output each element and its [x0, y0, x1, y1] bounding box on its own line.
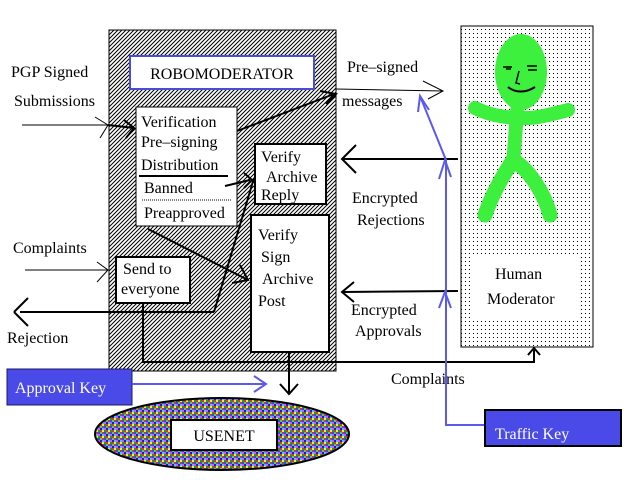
- preapproved-label: Preapproved: [144, 205, 225, 222]
- verification-label: Verification: [141, 114, 217, 131]
- messages-label: messages: [342, 93, 402, 110]
- post-sign-label: Sign: [261, 249, 290, 266]
- post-post-label: Post: [258, 293, 286, 310]
- verification-box: Verification Pre–signing Distribution Ba…: [135, 106, 238, 227]
- complaints-input: Complaints: [13, 240, 109, 283]
- post-verify-label: Verify: [258, 227, 298, 244]
- usenet-label: USENET: [193, 428, 255, 445]
- banned-label: Banned: [144, 180, 193, 197]
- complaints-in-label: Complaints: [13, 240, 87, 257]
- moderator-label: Moderator: [487, 291, 555, 308]
- distribution-label: Distribution: [141, 157, 218, 174]
- reply-reply-label: Reply: [261, 187, 299, 204]
- send-to-label: Send to: [123, 261, 171, 278]
- encrypted-rejections-label-1: Encrypted: [352, 190, 418, 207]
- post-to-usenet-arrow: [279, 352, 299, 396]
- reply-archive-label: Archive: [266, 169, 318, 186]
- send-to-everyone-box: Send to everyone: [115, 256, 191, 304]
- verify-archive-reply-box: Verify Archive Reply: [254, 143, 327, 205]
- pgp-signed-label: PGP Signed: [11, 64, 88, 81]
- traffic-key-box: Traffic Key: [484, 409, 622, 447]
- submissions-input: PGP Signed Submissions: [11, 64, 136, 139]
- robomoderator-title-box: ROBOMODERATOR: [129, 55, 315, 90]
- traffic-key-label: Traffic Key: [495, 426, 569, 443]
- presigning-label: Pre–signing: [141, 134, 217, 151]
- rejection-label: Rejection: [7, 330, 68, 347]
- approval-key-label: Approval Key: [15, 380, 106, 397]
- submissions-label: Submissions: [14, 93, 95, 110]
- encrypted-approvals-arrow: Encrypted Approvals: [340, 281, 459, 340]
- everyone-label: everyone: [121, 281, 180, 298]
- encrypted-approvals-label-2: Approvals: [355, 323, 422, 340]
- usenet-cloud: USENET: [94, 397, 350, 471]
- encrypted-rejections-arrow: Encrypted Rejections: [340, 144, 458, 229]
- presigned-messages-output: Pre–signed messages: [335, 59, 445, 110]
- traffic-key-line: [417, 93, 484, 426]
- rejection-output: Rejection: [7, 297, 68, 347]
- post-archive-label: Archive: [262, 271, 314, 288]
- complaints-out-label: Complaints: [391, 371, 465, 388]
- human-figure-icon: [468, 34, 575, 223]
- presigned-label: Pre–signed: [347, 59, 418, 76]
- human-moderator-box: Human Moderator: [460, 25, 594, 348]
- approval-key-box: Approval Key: [6, 368, 268, 406]
- human-label: Human: [495, 266, 542, 283]
- verify-sign-archive-post-box: Verify Sign Archive Post: [250, 214, 330, 353]
- robomoderator-title: ROBOMODERATOR: [150, 66, 294, 83]
- reply-verify-label: Verify: [261, 149, 301, 166]
- internal-arrows: [20, 90, 339, 313]
- encrypted-approvals-label-1: Encrypted: [351, 302, 417, 319]
- encrypted-rejections-label-2: Rejections: [357, 212, 425, 229]
